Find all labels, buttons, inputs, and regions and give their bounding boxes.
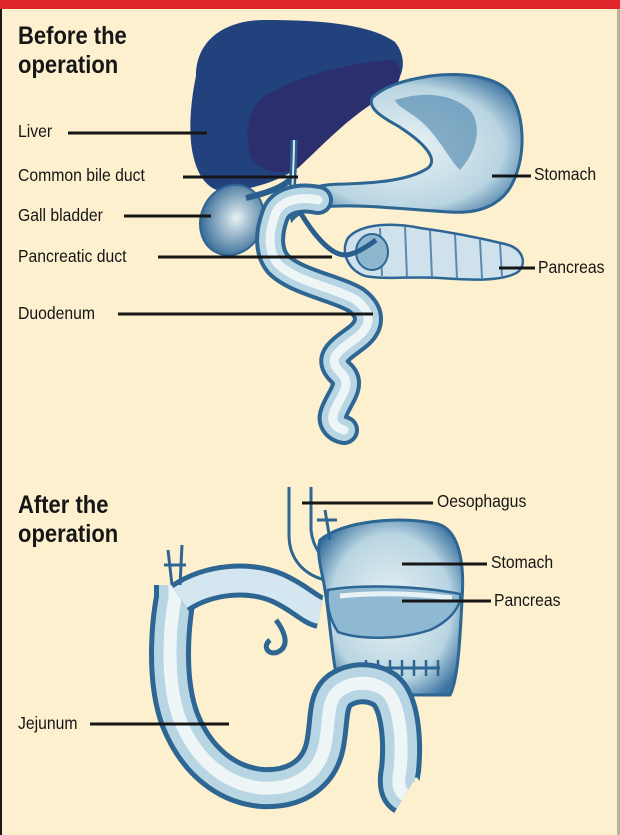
- after-heading-line2: operation: [18, 520, 118, 549]
- before-heading: Before the operation: [18, 22, 127, 80]
- label-pancreas-after: Pancreas: [494, 590, 561, 610]
- label-jejunum: Jejunum: [18, 713, 78, 733]
- label-liver: Liver: [18, 121, 52, 141]
- pancreas-shape-before: [345, 225, 523, 280]
- label-stomach-before: Stomach: [534, 164, 596, 184]
- before-heading-line1: Before the: [18, 22, 127, 51]
- before-diagram: [68, 20, 535, 430]
- label-stomach-after: Stomach: [491, 552, 553, 572]
- before-heading-line2: operation: [18, 51, 127, 80]
- after-heading-line1: After the: [18, 491, 118, 520]
- label-oesophagus: Oesophagus: [437, 491, 526, 511]
- label-gall-bladder: Gall bladder: [18, 205, 103, 225]
- after-diagram: [90, 487, 491, 795]
- after-heading: After the operation: [18, 491, 118, 549]
- label-pancreatic-duct: Pancreatic duct: [18, 246, 127, 266]
- label-pancreas-before: Pancreas: [538, 257, 605, 277]
- label-common-bile-duct: Common bile duct: [18, 165, 145, 185]
- label-duodenum: Duodenum: [18, 303, 95, 323]
